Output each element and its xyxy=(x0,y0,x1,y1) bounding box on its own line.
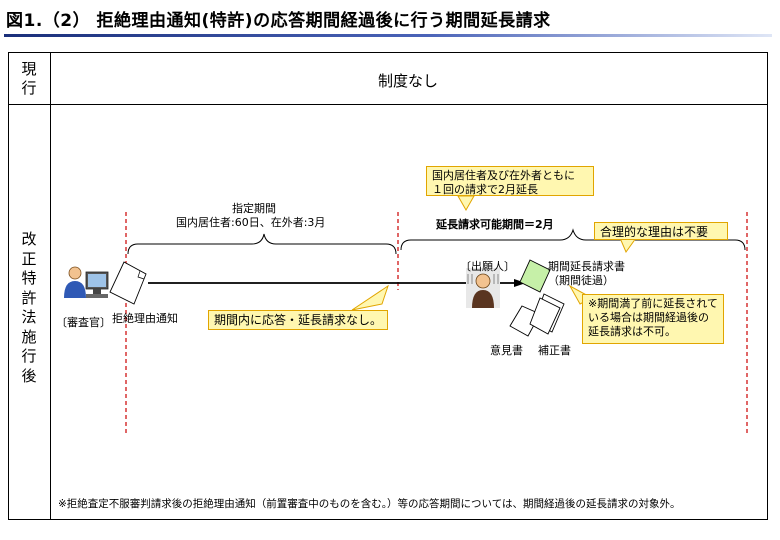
opinion-document-icon xyxy=(509,305,541,337)
amendment-document-icon xyxy=(529,293,565,335)
table-row-divider xyxy=(8,104,768,105)
examiner-icon xyxy=(64,266,109,298)
timeline-arrow-head xyxy=(514,279,526,287)
row-label-current: 現 行 xyxy=(21,60,37,97)
comparison-table xyxy=(8,52,768,520)
callout-reason-pointer xyxy=(619,237,637,254)
current-system-text: 制度なし xyxy=(378,72,439,90)
opinion-label: 意見書 xyxy=(490,344,523,357)
designated-period-brace xyxy=(127,233,397,255)
designated-period-detail: 国内居住者:60日、在外者:3月 xyxy=(176,216,326,229)
designated-period-title: 指定期間 xyxy=(232,202,276,215)
callout-one-request-two-months: 国内居住者及び在外者ともに １回の請求で2月延長 xyxy=(426,166,594,196)
request-label-2: （期間徒過） xyxy=(548,274,614,287)
examiner-label: 〔審査官〕 xyxy=(56,316,111,329)
table-column-divider xyxy=(50,52,51,520)
extension-period-brace xyxy=(400,228,746,251)
notice-document-icon xyxy=(109,261,147,305)
extension-request-document-icon xyxy=(519,259,551,293)
callout-within-pointer xyxy=(351,284,389,311)
callout-top-pointer xyxy=(457,195,475,212)
applicant-label: 〔出願人〕 xyxy=(460,260,515,273)
amendment-label: 補正書 xyxy=(538,344,571,357)
applicant-icon xyxy=(466,268,500,308)
row-label-revised: 改 正 特 許 法 施 行 後 xyxy=(21,230,37,385)
footnote: ※拒絶査定不服審判請求後の拒絶理由通知（前置審査中のものを含む。）等の応答期間に… xyxy=(58,498,681,510)
page-title: 図1.（2） 拒絶理由通知(特許)の応答期間経過後に行う期間延長請求 xyxy=(6,11,551,31)
callout-no-response-within-period: 期間内に応答・延長請求なし。 xyxy=(208,310,388,330)
extension-period-label: 延長請求可能期間＝2月 xyxy=(436,218,554,231)
callout-prior-extension-note: ※期間満了前に延長されている場合は期間経過後の延長請求は不可。 xyxy=(582,294,724,344)
callout-no-reason-required: 合理的な理由は不要 xyxy=(594,222,728,240)
notice-label: 拒絶理由通知 xyxy=(112,312,178,325)
request-label-1: 期間延長請求書 xyxy=(548,260,625,273)
title-underline xyxy=(4,34,772,37)
